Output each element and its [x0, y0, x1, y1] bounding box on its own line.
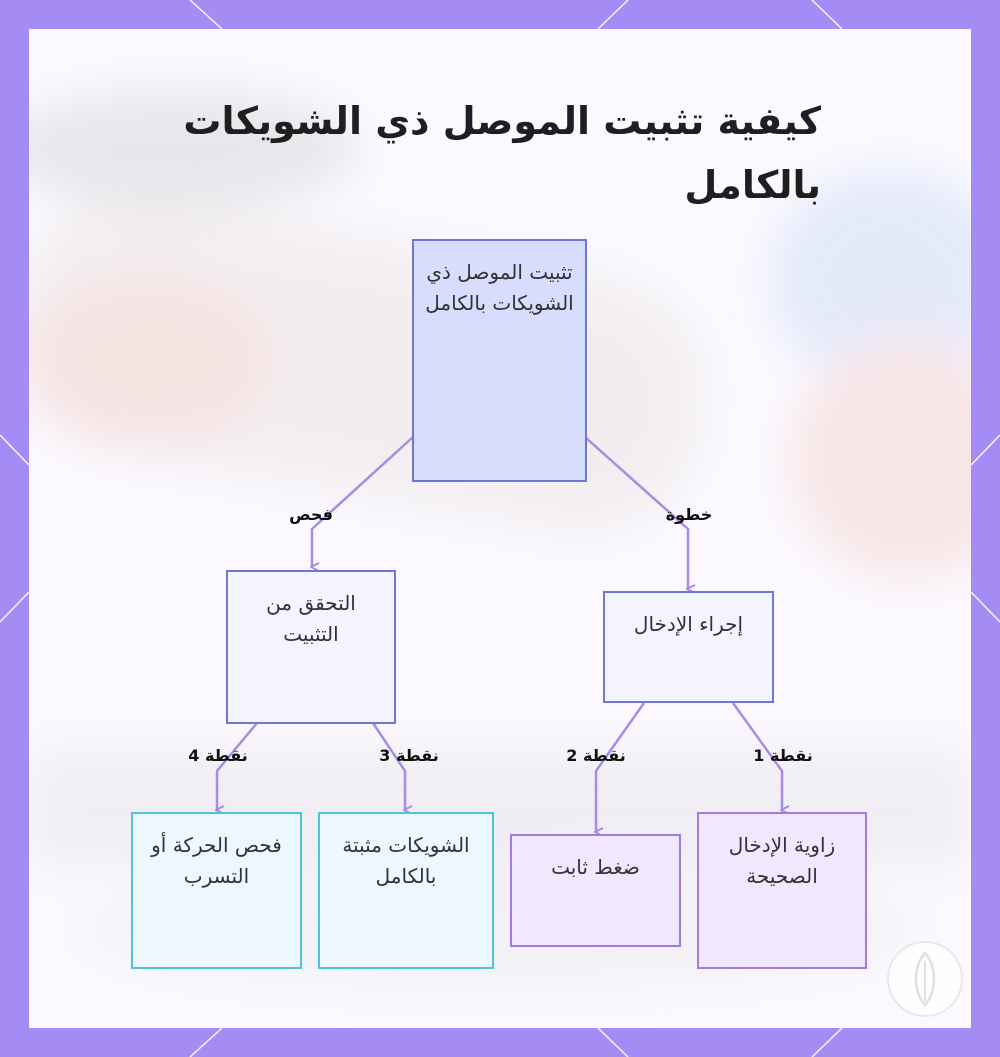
node-check-movement: فحص الحركة أو التسرب [131, 812, 302, 969]
edge-root-insert [584, 436, 688, 589]
node-check-movement-label: فحص الحركة أو التسرب [151, 833, 282, 888]
edge-label-point1: نقطة 1 [753, 746, 813, 765]
edge-insert-angle [731, 702, 782, 810]
leaf-logo-icon [887, 941, 963, 1017]
diagram-title: كيفية تثبيت الموصل ذي الشويكات بالكامل [183, 99, 821, 207]
edge-label-step: خطوة [665, 505, 713, 524]
node-verify-label: التحقق من التثبيت [266, 591, 356, 646]
node-angle-label: زاوية الإدخال الصحيحة [728, 833, 836, 888]
node-insert-label: إجراء الإدخال [633, 612, 744, 636]
edge-label-check: فحص [289, 505, 333, 524]
edge-label-point2: نقطة 2 [566, 746, 626, 765]
edge-verify-barbs [371, 722, 405, 810]
edge-root-verify [312, 436, 414, 567]
node-correct-angle: زاوية الإدخال الصحيحة [697, 812, 867, 969]
edge-insert-pressure [596, 702, 646, 832]
diagram-panel: كيفية تثبيت الموصل ذي الشويكات بالكامل ف… [29, 29, 971, 1028]
edge-label-point4: نقطة 4 [188, 746, 248, 765]
edge-label-point3: نقطة 3 [379, 746, 439, 765]
connector-lines [29, 436, 971, 1028]
node-verify-installation: التحقق من التثبيت [226, 570, 396, 724]
node-root: تثبيت الموصل ذي الشويكات بالكامل [412, 239, 587, 482]
node-steady-pressure: ضغط ثابت [510, 834, 681, 947]
node-insertion-procedure: إجراء الإدخال [603, 591, 774, 703]
node-barbs-secured: الشويكات مثبتة بالكامل [318, 812, 494, 969]
node-root-label: تثبيت الموصل ذي الشويكات بالكامل [425, 260, 574, 315]
edge-verify-movement [217, 722, 258, 810]
node-pressure-label: ضغط ثابت [551, 855, 640, 879]
node-barbs-label: الشويكات مثبتة بالكامل [342, 833, 470, 888]
